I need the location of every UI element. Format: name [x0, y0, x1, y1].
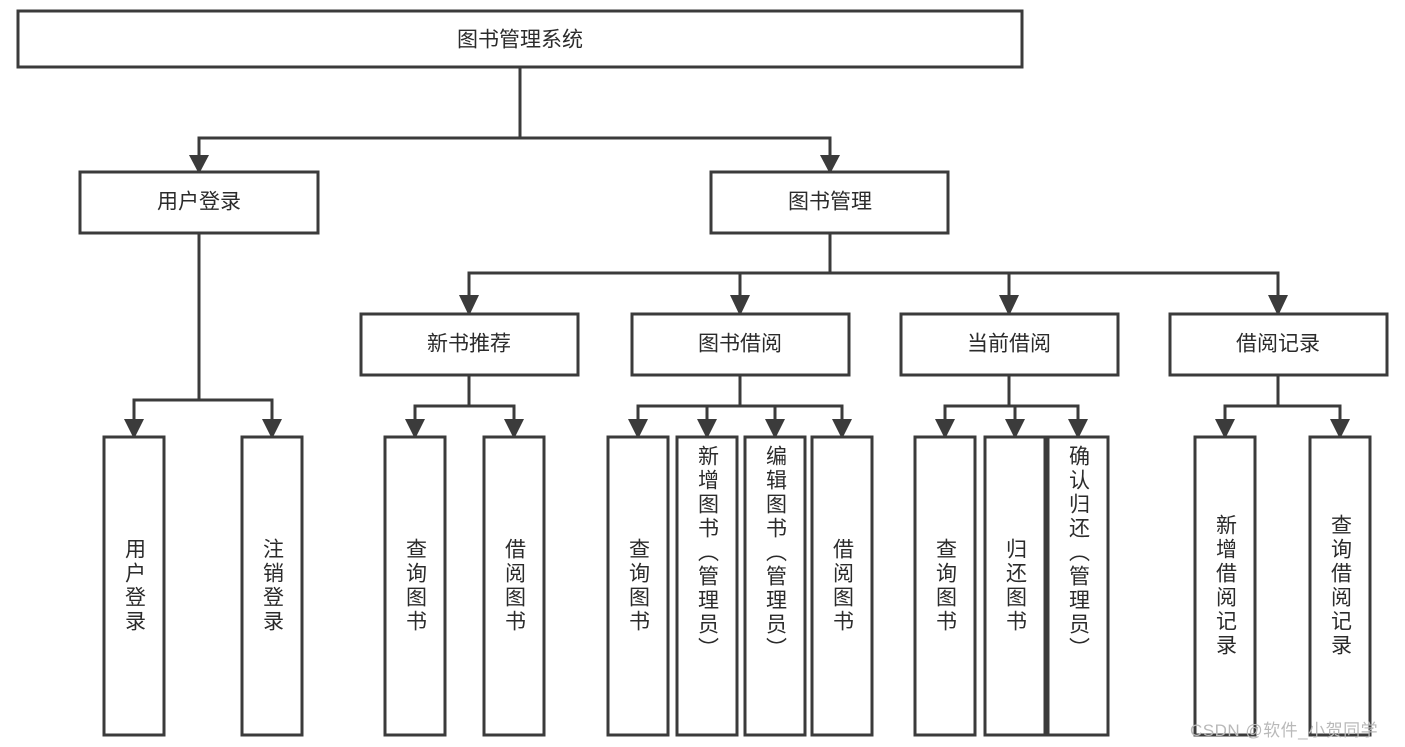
connector-layer: [124, 65, 1350, 439]
node-book-borrow-box[interactable]: [630, 312, 851, 377]
arrow-to-leaf-logout: [262, 419, 282, 439]
leaf-box-query-book-borrow[interactable]: [606, 435, 670, 737]
connector-bookmanage-bus: [467, 231, 1280, 302]
node-new-book-rec-box[interactable]: [359, 312, 580, 377]
leaf-box-layer: [102, 435, 1372, 737]
node-user-login-label: 用户登录: [157, 191, 241, 214]
connector-userlogin-bus: [132, 231, 274, 426]
node-borrow-record[interactable]: 借阅记录: [1168, 312, 1389, 377]
arrow-to-leaf-query-book-rec: [405, 419, 425, 439]
leaf-box-edit-book[interactable]: [743, 435, 807, 737]
arrow-to-leaf-user-login: [124, 419, 144, 439]
leaf-box-confirm-return[interactable]: [1046, 435, 1110, 737]
arrow-to-leaf-query-book-current: [935, 419, 955, 439]
leaf-box-user-login[interactable]: [102, 435, 166, 737]
node-book-manage-box[interactable]: [709, 170, 950, 235]
arrow-to-book-borrow: [730, 295, 750, 316]
arrow-to-new-book-rec: [459, 295, 479, 316]
arrow-to-leaf-add-record: [1215, 419, 1235, 439]
arrow-to-leaf-confirm-return: [1068, 419, 1088, 439]
node-book-borrow-label: 图书借阅: [698, 333, 782, 356]
leaf-box-return-book[interactable]: [983, 435, 1047, 737]
node-new-book-rec[interactable]: 新书推荐: [359, 312, 580, 377]
arrow-to-leaf-borrow-book: [832, 419, 852, 439]
leaf-box-add-record[interactable]: [1193, 435, 1257, 737]
csdn-watermark: CSDN @软件_小贺同学: [1190, 721, 1379, 740]
node-current-borrow[interactable]: 当前借阅: [899, 312, 1120, 377]
node-root-label: 图书管理系统: [457, 29, 583, 52]
node-user-login-box[interactable]: [78, 170, 320, 235]
arrow-to-leaf-edit-book: [765, 419, 785, 439]
arrow-to-user-login: [189, 155, 209, 174]
node-new-book-rec-label: 新书推荐: [427, 333, 511, 356]
leaf-box-query-book-current[interactable]: [913, 435, 977, 737]
connector-root-to-level1: [197, 65, 832, 162]
arrow-to-leaf-borrow-book-rec: [504, 419, 524, 439]
arrow-to-leaf-query-record: [1330, 419, 1350, 439]
node-book-manage[interactable]: 图书管理: [709, 170, 950, 235]
node-user-login[interactable]: 用户登录: [78, 170, 320, 235]
node-current-borrow-box[interactable]: [899, 312, 1120, 377]
node-borrow-record-box[interactable]: [1168, 312, 1389, 377]
leaf-box-query-book-rec[interactable]: [383, 435, 447, 737]
connector-newbookrec-bus: [413, 373, 516, 426]
node-book-borrow[interactable]: 图书借阅: [630, 312, 851, 377]
node-root[interactable]: 图书管理系统: [16, 9, 1024, 69]
node-borrow-record-label: 借阅记录: [1236, 333, 1320, 356]
connector-borrowrecord-bus: [1223, 373, 1342, 426]
arrow-to-borrow-record: [1268, 295, 1288, 316]
arrow-to-leaf-return-book: [1005, 419, 1025, 439]
connector-bookborrow-bus: [636, 373, 844, 426]
connector-currentborrow-bus: [943, 373, 1080, 426]
leaf-box-borrow-book-rec[interactable]: [482, 435, 546, 737]
node-book-manage-label: 图书管理: [788, 191, 872, 214]
leaf-box-add-book[interactable]: [675, 435, 739, 737]
arrow-to-leaf-add-book: [697, 419, 717, 439]
arrow-to-current-borrow: [999, 295, 1019, 316]
leaf-box-query-record[interactable]: [1308, 435, 1372, 737]
node-root-box[interactable]: [16, 9, 1024, 69]
leaf-box-borrow-book[interactable]: [810, 435, 874, 737]
leaf-box-logout[interactable]: [240, 435, 304, 737]
node-current-borrow-label: 当前借阅: [967, 333, 1051, 356]
arrow-to-book-manage: [820, 155, 840, 174]
arrow-to-leaf-query-book-borrow: [628, 419, 648, 439]
